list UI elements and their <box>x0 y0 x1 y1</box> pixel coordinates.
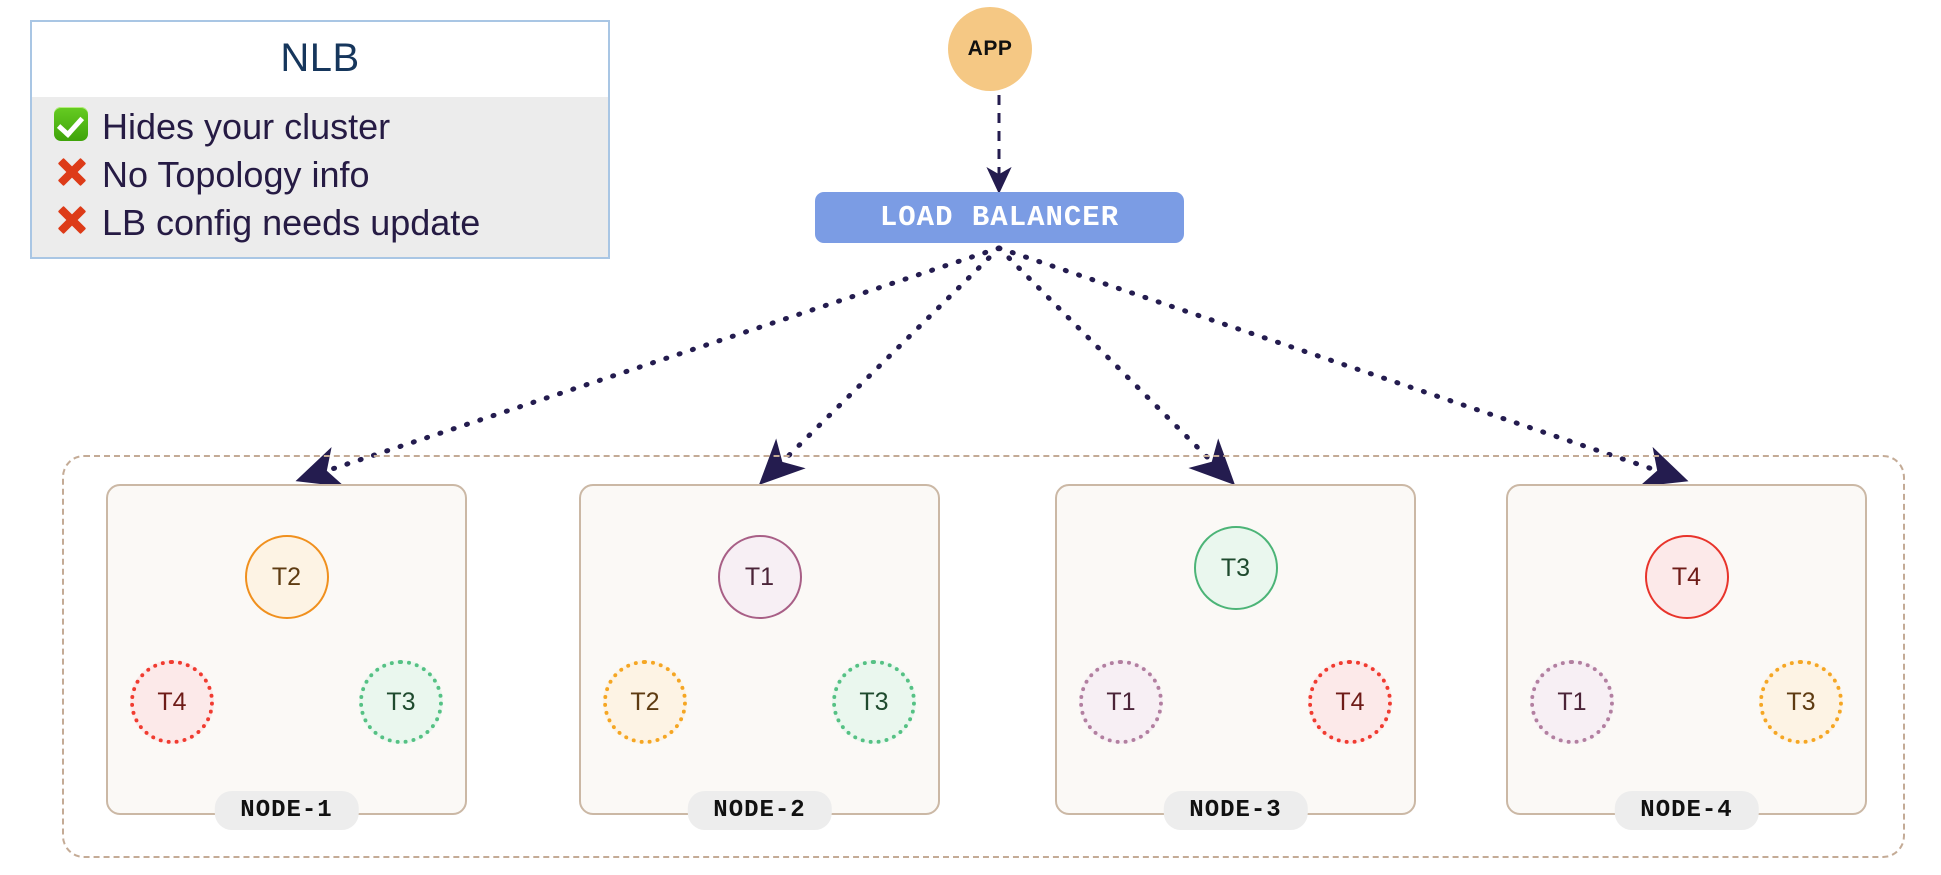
nlb-item-no-topology-info: No Topology info <box>32 151 608 199</box>
pod-t3-replica: T3 <box>832 660 916 744</box>
cross-icon <box>54 155 102 195</box>
node-label: NODE-4 <box>1614 791 1759 830</box>
node-label: NODE-3 <box>1163 791 1308 830</box>
edge-lb-to-node-3 <box>996 245 1236 486</box>
nlb-item-list: Hides your cluster No Topology info LB c… <box>32 97 608 257</box>
pod-t2-primary: T2 <box>244 535 329 619</box>
pod-t1-primary: T1 <box>717 535 802 619</box>
node-box-node-1: T2 T4 T3 NODE-1 <box>106 484 467 830</box>
nlb-title: NLB <box>32 22 608 97</box>
cluster-boundary <box>62 455 1905 858</box>
nlb-item-label: No Topology info <box>102 154 370 195</box>
node-box-node-4: T4 T1 T3 NODE-4 <box>1506 484 1867 830</box>
node-box-node-2: T1 T2 T3 NODE-2 <box>579 484 940 830</box>
edge-lb-to-node-4 <box>996 245 1689 487</box>
pod-t4-replica: T4 <box>130 660 214 744</box>
pod-t1-replica: T1 <box>1530 660 1614 744</box>
nlb-item-hides-your-cluster: Hides your cluster <box>32 103 608 151</box>
pod-t1-replica: T1 <box>1079 660 1163 744</box>
nlb-item-label: Hides your cluster <box>102 106 391 147</box>
nlb-legend-box: NLB Hides your cluster No Topology info … <box>30 20 610 259</box>
pod-t3-replica: T3 <box>359 660 443 744</box>
edge-lb-to-node-2 <box>758 245 1002 486</box>
edge-lb-to-node-1 <box>295 245 1002 487</box>
pod-t4-replica: T4 <box>1308 660 1392 744</box>
pod-t3-primary: T3 <box>1193 526 1278 610</box>
cross-icon <box>54 203 102 243</box>
pod-t4-primary: T4 <box>1644 535 1729 619</box>
load-balancer-node: LOAD BALANCER <box>815 192 1184 243</box>
app-node: APP <box>948 7 1032 91</box>
pod-t3-replica: T3 <box>1759 660 1843 744</box>
nlb-item-label: LB config needs update <box>102 202 481 243</box>
node-box-node-3: T3 T1 T4 NODE-3 <box>1055 484 1416 830</box>
nlb-item-lb-config-needs-update: LB config needs update <box>32 199 608 247</box>
pod-t2-replica: T2 <box>603 660 687 744</box>
node-label: NODE-2 <box>687 791 832 830</box>
node-label: NODE-1 <box>214 791 359 830</box>
check-icon <box>54 107 102 147</box>
